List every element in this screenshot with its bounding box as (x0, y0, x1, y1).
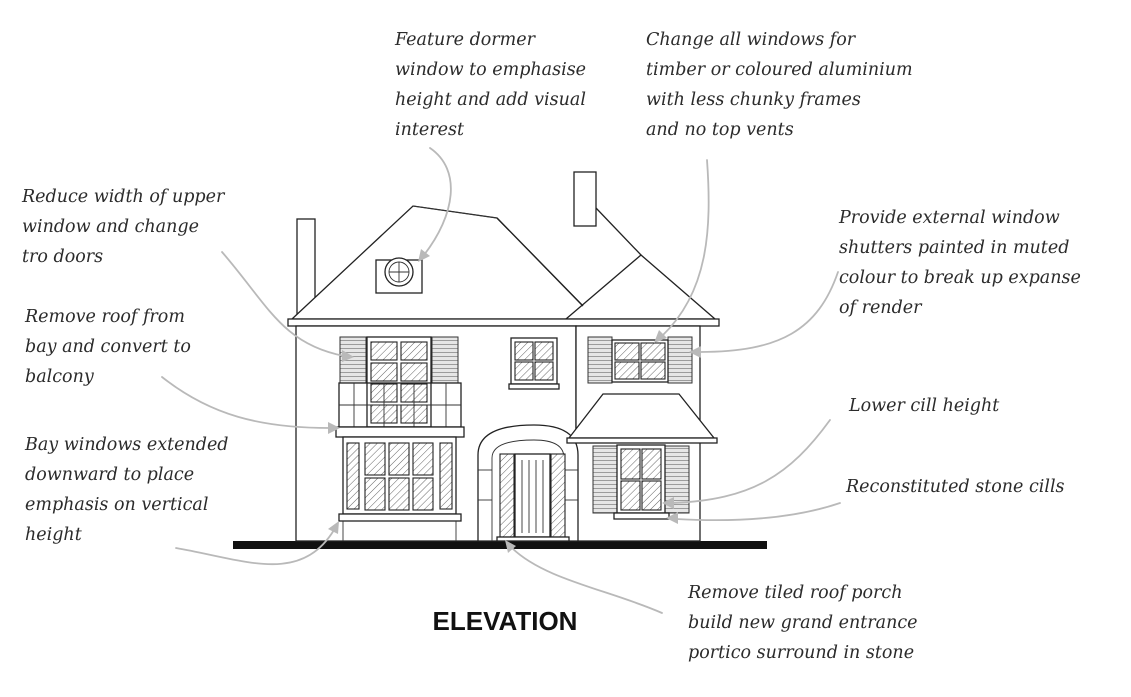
bay-head-band (335, 426, 465, 438)
annotation-leaders (161, 147, 841, 614)
annotation-bay-roof: Remove roof from bay and convert to balc… (25, 307, 191, 387)
upper-right-shutter-b (667, 336, 693, 384)
ground-right-shutter-a (592, 445, 618, 514)
front-door (496, 453, 570, 542)
annotation-porch: Remove tiled roof porch build new grand … (688, 583, 918, 663)
annotation-upper-window: Reduce width of upper window and change … (22, 187, 225, 267)
main-roof (290, 205, 584, 320)
ground-right-window (613, 444, 670, 520)
annotation-shutters: Provide external window shutters painted… (839, 208, 1081, 318)
bay-window (338, 436, 462, 522)
annotation-stone-cills: Reconstituted stone cills (846, 477, 1065, 497)
upper-french-doors (366, 336, 432, 428)
upper-left-shutter-b (431, 336, 459, 384)
annotation-dormer: Feature dormer window to emphasise heigh… (395, 30, 587, 140)
right-wing-roof (564, 254, 717, 320)
eaves-fascia (287, 318, 720, 327)
dormer-window (375, 257, 423, 294)
annotation-cill-height: Lower cill height (849, 396, 1000, 416)
upper-right-shutter-a (587, 336, 613, 384)
elevation-title: ELEVATION (432, 606, 578, 636)
right-chimney (573, 171, 597, 227)
upper-right-window (611, 339, 669, 383)
ground-line (233, 541, 767, 549)
upper-middle-window (508, 337, 560, 390)
annotation-windows: Change all windows for timber or coloure… (646, 30, 913, 140)
annotation-bay-windows: Bay windows extended downward to place e… (25, 435, 229, 545)
